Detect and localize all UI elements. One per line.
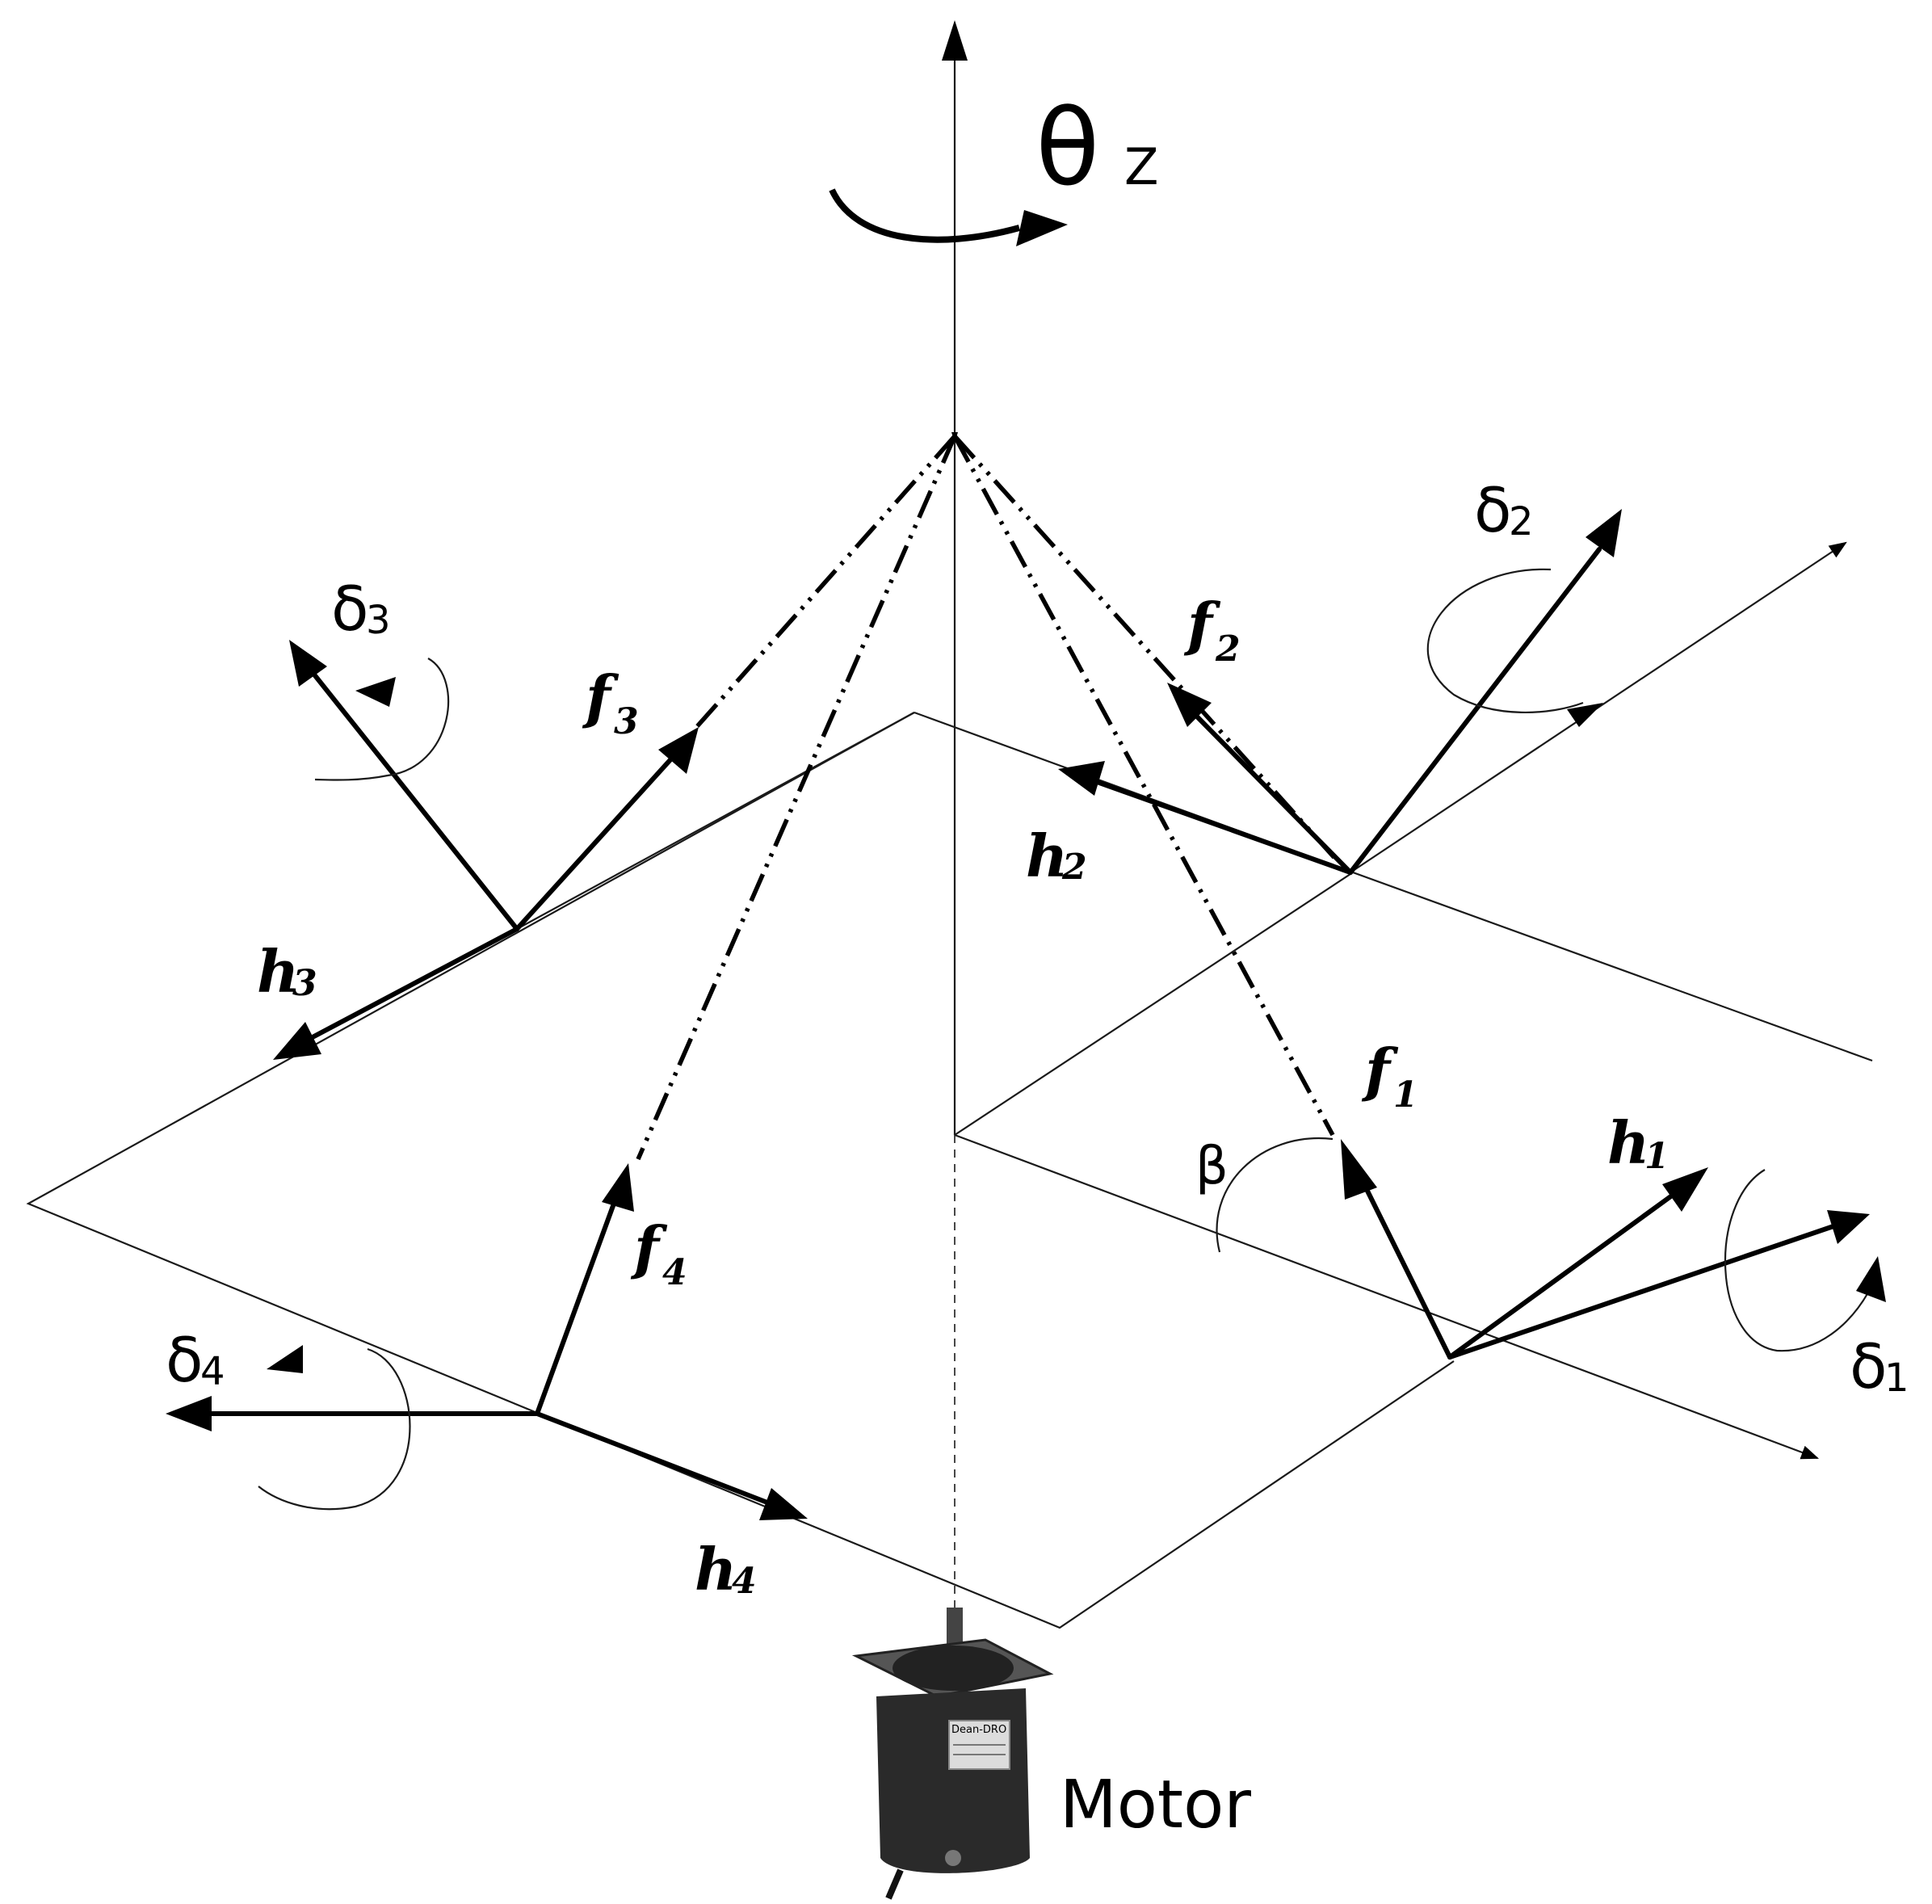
svg-text:h: h <box>257 937 299 1006</box>
motor-plate-text: Dean-DRO <box>951 1724 1006 1736</box>
h1-arrowhead <box>1662 1167 1708 1212</box>
svg-text:4: 4 <box>732 1561 757 1602</box>
motor-image: Dean-DRO <box>851 1608 1054 1900</box>
label-delta4: δ 4 <box>166 1324 225 1396</box>
f2-arrowhead <box>1167 683 1212 727</box>
f1-vector <box>1356 1171 1452 1360</box>
delta4-axis-arrowhead <box>166 1396 212 1431</box>
label-h4: h 4 <box>695 1535 757 1603</box>
theta-rotation-arrow <box>829 188 1021 243</box>
svg-text:h: h <box>1607 1108 1649 1177</box>
svg-text:θ: θ <box>1035 86 1100 209</box>
h4-vector <box>535 1411 770 1505</box>
svg-text:2: 2 <box>1215 628 1241 670</box>
ground-line-right <box>954 1133 1820 1460</box>
label-h2: h 2 <box>1026 822 1087 890</box>
svg-text:3: 3 <box>366 598 391 643</box>
label-f2: f 2 <box>1183 590 1241 670</box>
label-delta2: δ 2 <box>1474 474 1534 546</box>
svg-text:1: 1 <box>1884 1355 1909 1401</box>
delta2-rotation-ring <box>1426 568 1584 713</box>
delta1-rotation-arrowhead <box>1856 1256 1886 1302</box>
svg-text:2: 2 <box>1509 499 1534 544</box>
svg-text:δ: δ <box>166 1324 204 1396</box>
z-axis-arrowhead <box>942 20 968 61</box>
label-f4: f 4 <box>630 1213 687 1293</box>
cable-f4 <box>636 435 957 1161</box>
svg-text:h: h <box>1026 822 1068 890</box>
delta4-rotation-arrowhead <box>267 1345 303 1373</box>
label-delta1: δ 1 <box>1850 1330 1909 1402</box>
svg-text:3: 3 <box>292 963 317 1004</box>
svg-text:δ: δ <box>331 573 369 645</box>
h2-vector <box>1088 777 1353 875</box>
label-delta3: δ 3 <box>331 573 391 645</box>
f4-arrowhead <box>602 1163 634 1212</box>
svg-text:h: h <box>695 1535 737 1603</box>
f3-arrowhead <box>658 727 699 774</box>
cable-f1 <box>952 435 1335 1137</box>
h3-vector <box>309 927 519 1040</box>
svg-text:Z: Z <box>1124 137 1158 196</box>
svg-text:2: 2 <box>1061 847 1087 888</box>
svg-text:3: 3 <box>614 701 639 742</box>
delta1-axis-arrowhead <box>1827 1210 1870 1244</box>
svg-text:1: 1 <box>1644 1136 1670 1177</box>
label-h1: h 1 <box>1607 1108 1670 1177</box>
h3-arrowhead <box>273 1022 321 1060</box>
f4-vector <box>535 1201 616 1416</box>
f3-vector <box>514 753 677 931</box>
f1-arrowhead <box>1341 1139 1377 1200</box>
beta-angle-arc <box>1216 1137 1334 1253</box>
svg-text:4: 4 <box>200 1349 225 1394</box>
label-f3: f 3 <box>582 662 639 742</box>
h4-arrowhead <box>759 1488 808 1520</box>
svg-text:4: 4 <box>662 1252 687 1293</box>
svg-text:δ: δ <box>1474 474 1512 546</box>
f2-vector <box>1189 708 1353 875</box>
theta-rotation-arrowhead <box>1016 210 1068 246</box>
label-h3: h 3 <box>257 937 317 1006</box>
label-theta-z: θ Z <box>1035 86 1158 209</box>
diagonal-axis-mid-arrowhead <box>1567 703 1603 727</box>
delta1-rotation-ring <box>1724 1169 1869 1352</box>
delta2-axis-vector <box>1348 547 1602 875</box>
label-f1: f 1 <box>1361 1036 1418 1116</box>
svg-text:δ: δ <box>1850 1330 1888 1402</box>
h2-arrowhead <box>1058 761 1105 796</box>
label-beta: β <box>1195 1137 1228 1196</box>
cable-f3 <box>691 435 957 733</box>
label-motor: Motor <box>1060 1767 1251 1843</box>
delta1-axis-vector <box>1447 1224 1836 1360</box>
delta3-axis-arrowhead <box>289 640 327 687</box>
h1-vector <box>1447 1193 1674 1360</box>
delta3-axis-vector <box>309 668 519 931</box>
delta2-axis-arrowhead <box>1586 509 1622 557</box>
svg-text:1: 1 <box>1393 1074 1418 1116</box>
delta3-rotation-ring <box>314 658 450 781</box>
delta3-rotation-arrowhead <box>355 677 396 707</box>
delta4-rotation-ring <box>258 1347 411 1511</box>
